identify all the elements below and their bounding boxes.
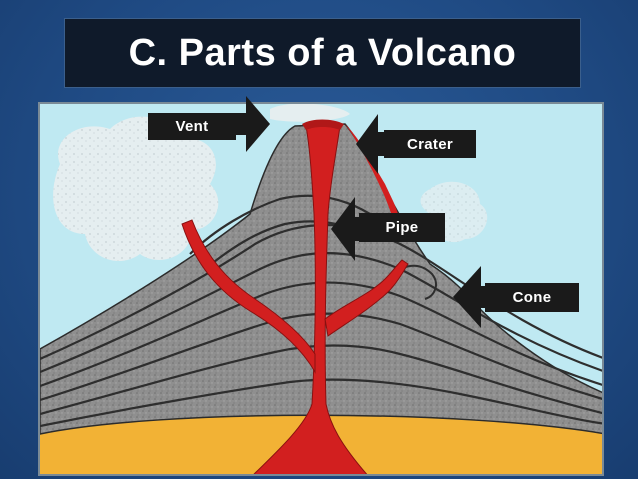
slide-title: C. Parts of a Volcano [128, 31, 517, 74]
side-pipe-left [181, 219, 316, 374]
arrow-icon [236, 96, 270, 152]
crater-label: Crater [384, 130, 476, 158]
ash-cloud [53, 116, 219, 262]
main-pipe [253, 125, 368, 474]
pipe-label-text: Pipe [385, 219, 419, 236]
side-pipe-right [324, 259, 409, 337]
arrow-icon [453, 266, 487, 328]
cone-label-text: Cone [512, 289, 552, 306]
cone-label: Cone [485, 283, 579, 312]
title-box: C. Parts of a Volcano [64, 18, 581, 88]
vent-label-text: Vent [175, 118, 209, 135]
vent-label: Vent [148, 113, 236, 140]
arrow-icon [331, 197, 361, 261]
pipe-label: Pipe [359, 213, 445, 242]
crater-rim-lava [345, 124, 398, 216]
arrow-icon [356, 114, 386, 174]
vent-opening [302, 119, 344, 130]
crater-label-text: Crater [407, 135, 453, 153]
ash-cloud-top [270, 104, 350, 122]
